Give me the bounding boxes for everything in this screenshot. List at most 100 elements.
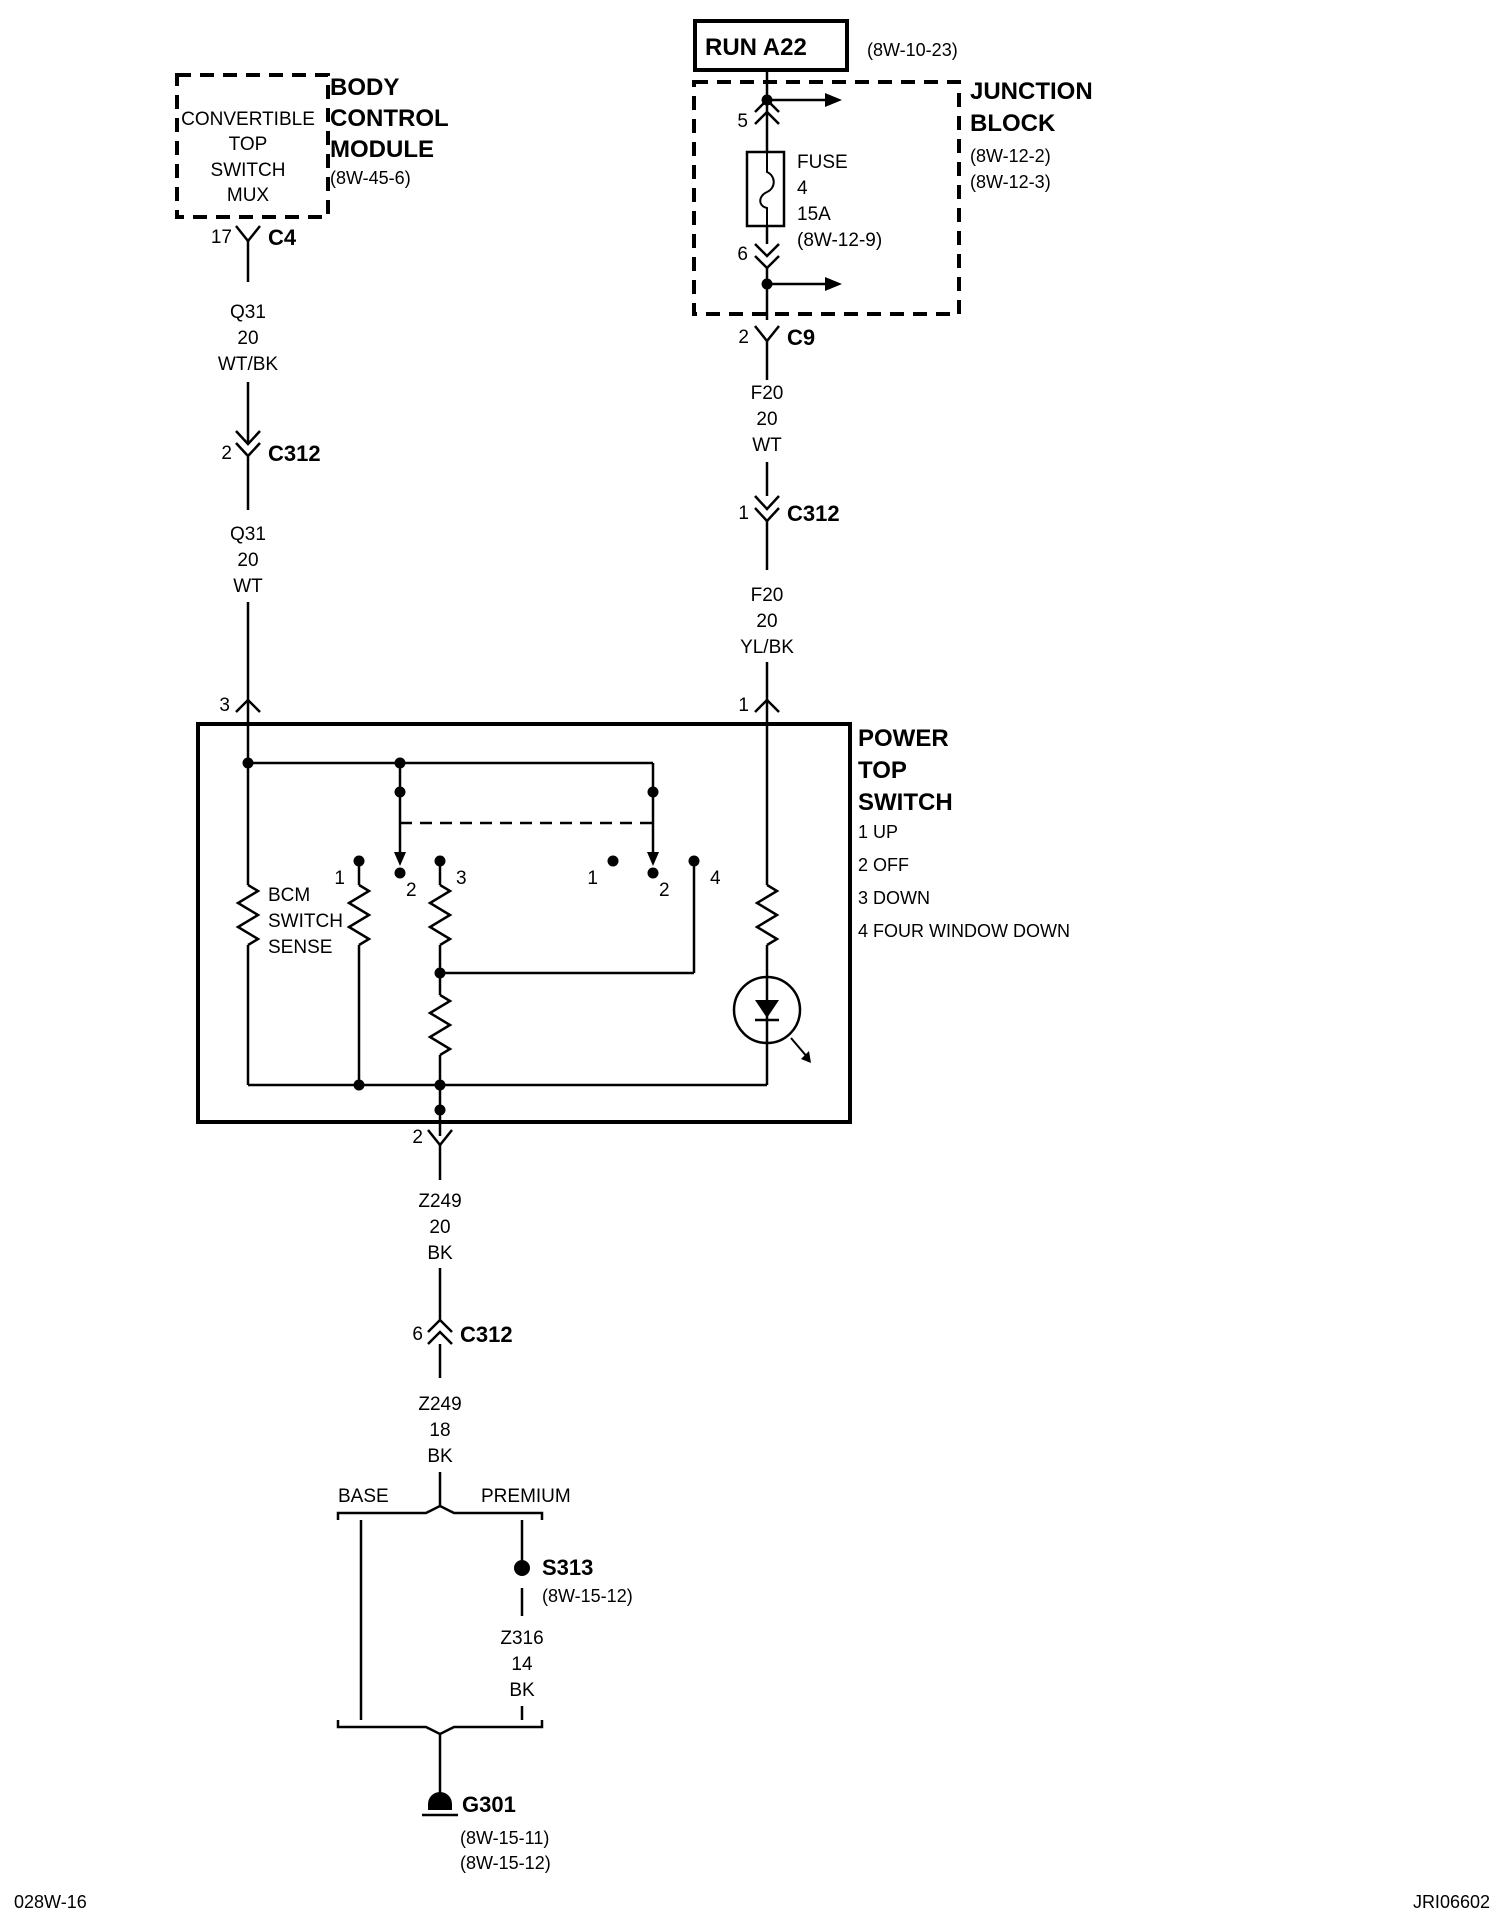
bcm-sense-resistor [235, 883, 261, 947]
fuse-label: FUSE [797, 152, 848, 173]
g301-label: G301 [462, 1792, 516, 1817]
bcm-title-line-1: BODY [330, 74, 399, 101]
z249-20-wire-gauge: 20 [429, 1217, 450, 1238]
f20-ylbk-wire-code: F20 [751, 585, 784, 606]
junction-arrow-bottom [825, 277, 842, 291]
q31-wt-wire-gauge: 20 [237, 550, 258, 571]
s313-label: S313 [542, 1555, 593, 1580]
g301-ref-2: (8W-15-12) [460, 1853, 551, 1873]
c312-right-connector-symbol [754, 495, 780, 523]
g301-ref-1: (8W-15-11) [460, 1828, 549, 1848]
ground-icon [428, 1792, 452, 1810]
c4-pin-label: 17 [211, 227, 232, 248]
bcm-dashed-box [175, 73, 330, 219]
contact-right-2 [647, 867, 659, 879]
junction-block: JUNCTION BLOCK (8W-12-2) (8W-12-3) 5 FUS… [692, 70, 1093, 320]
c312-right-pin: 1 [738, 503, 749, 524]
z249-20-wire-color: BK [427, 1243, 453, 1264]
z249-18-wire-gauge: 18 [429, 1420, 450, 1441]
bcm-inner-line-1: CONVERTIBLE [181, 109, 315, 130]
q31-wire-gauge: 20 [237, 328, 258, 349]
fuse-ref: (8W-12-9) [797, 230, 882, 251]
fuse-rating: 15A [797, 204, 831, 225]
z249-18-wire-code: Z249 [418, 1394, 461, 1415]
c312-right-label: C312 [787, 501, 840, 526]
lamp-resistor [754, 883, 780, 947]
bcm-title-line-2: CONTROL [330, 105, 449, 132]
bcm-title-line-3: MODULE [330, 136, 434, 163]
run-a22-ref: (8W-10-23) [867, 40, 958, 60]
contact-label-3: 3 [456, 868, 467, 889]
right-wire: F20 20 WT 1 C312 F20 20 YL/BK 1 [738, 383, 840, 722]
c312-left-pin: 2 [221, 443, 232, 464]
junction-pin6-label: 6 [737, 244, 748, 265]
c312-ground-pin: 6 [412, 1324, 423, 1345]
switch-title-2: TOP [858, 757, 907, 784]
option-brace-bottom [336, 1720, 544, 1736]
left-wire: Q31 20 WT/BK 2 C312 Q31 20 WT 3 [218, 302, 321, 722]
switch-pin2-label: 2 [412, 1127, 423, 1148]
run-a22-box [693, 19, 849, 72]
s313-splice [514, 1560, 530, 1576]
junction-pin5-label: 5 [737, 111, 748, 132]
z249-20-wire-code: Z249 [418, 1191, 461, 1212]
base-label: BASE [338, 1486, 389, 1507]
junction-arrow-top [825, 93, 842, 107]
z316-wire-color: BK [509, 1680, 535, 1701]
footer-left-code: 028W-16 [14, 1892, 87, 1912]
switch-position-1: 1 UP [858, 822, 898, 842]
c4-label: C4 [268, 225, 297, 250]
q31-wire-color: WT/BK [218, 354, 278, 375]
q31-wt-wire-code: Q31 [230, 524, 266, 545]
contact-label-2: 2 [406, 880, 417, 901]
junction-block-ref-1: (8W-12-2) [970, 146, 1051, 166]
f20-wt-wire-code: F20 [751, 383, 784, 404]
c9-pin-label: 2 [738, 327, 749, 348]
sense-label-1: BCM [268, 885, 310, 906]
common-resistor [427, 993, 453, 1057]
switch-title-3: SWITCH [858, 789, 953, 816]
q31-wire-code: Q31 [230, 302, 266, 323]
s313-ref: (8W-15-12) [542, 1586, 633, 1606]
premium-label: PREMIUM [481, 1486, 571, 1507]
contact-label-4: 1 [587, 868, 598, 889]
power-top-switch-box [196, 722, 852, 1124]
fuse-4-symbol [745, 150, 786, 228]
bcm-ref: (8W-45-6) [330, 168, 411, 188]
ground-wire: 2 Z249 20 BK 6 C312 Z249 18 BK BASE PREM… [336, 1127, 633, 1873]
f20-wt-wire-gauge: 20 [756, 409, 777, 430]
switch-position-4: 4 FOUR WINDOW DOWN [858, 921, 1070, 941]
switch-pin1-label: 1 [738, 695, 749, 716]
c312-ground-connector-symbol [427, 1318, 453, 1345]
c312-ground-label: C312 [460, 1322, 513, 1347]
junction-block-title-1: JUNCTION [970, 78, 1093, 105]
junction-block-ref-2: (8W-12-3) [970, 172, 1051, 192]
sense-label-2: SWITCH [268, 911, 343, 932]
c312-left-label: C312 [268, 441, 321, 466]
contact1-resistor [346, 883, 372, 947]
bcm-inner-line-4: MUX [227, 185, 270, 206]
f20-ylbk-wire-gauge: 20 [756, 611, 777, 632]
contact3-resistor [427, 883, 453, 947]
q31-wt-wire-color: WT [233, 576, 263, 597]
contact-label-6: 4 [710, 868, 721, 889]
z316-wire-gauge: 14 [511, 1654, 533, 1675]
fuse-number: 4 [797, 178, 808, 199]
junction-pin6-connector [754, 243, 780, 270]
run-a22: RUN A22 (8W-10-23) [693, 19, 958, 72]
z316-wire-code: Z316 [500, 1628, 543, 1649]
power-top-switch: POWER TOP SWITCH 1 UP 2 OFF 3 DOWN 4 FOU… [196, 722, 1070, 1136]
switch-pin3-label: 3 [219, 695, 230, 716]
switch-position-2: 2 OFF [858, 855, 909, 875]
switch-title-1: POWER [858, 725, 949, 752]
contact-left-2 [394, 867, 406, 879]
c9-label: C9 [787, 325, 815, 350]
switch-position-3: 3 DOWN [858, 888, 930, 908]
sense-label-3: SENSE [268, 937, 332, 958]
body-control-module: CONVERTIBLE TOP SWITCH MUX BODY CONTROL … [175, 73, 449, 219]
contact-label-5: 2 [659, 880, 670, 901]
junction-block-dashed-box [692, 80, 961, 316]
contact-right-1 [607, 855, 619, 867]
junction-block-title-2: BLOCK [970, 110, 1056, 137]
run-a22-label: RUN A22 [705, 34, 807, 61]
